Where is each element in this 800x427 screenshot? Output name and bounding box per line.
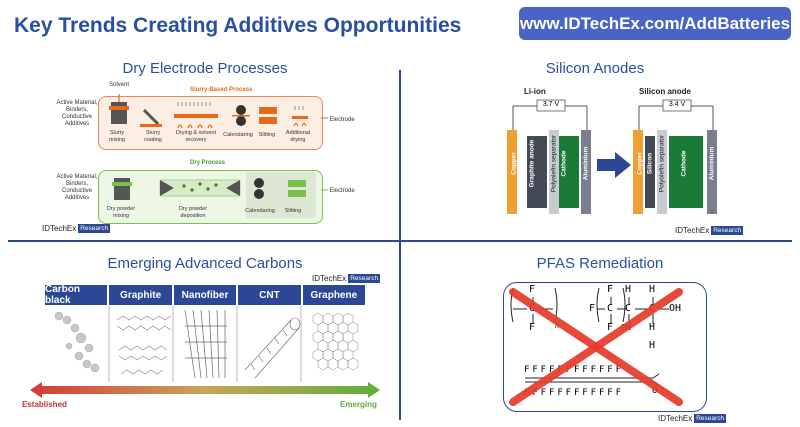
si-silicon-label: Silicon (646, 152, 654, 175)
carbons-title: Emerging Advanced Carbons (107, 255, 303, 272)
carbons-images (54, 306, 359, 382)
si-voltage: 3.4 V (668, 101, 686, 108)
vertical-divider (399, 70, 401, 420)
carbon-col-carbon-black: Carbon black (45, 284, 108, 306)
dry-process-label: Dry Process (190, 160, 226, 166)
calendaring-icon (232, 105, 250, 126)
dry-mixer-icon (114, 178, 130, 200)
si-copper-label: Copper (636, 152, 644, 175)
si-copper (633, 130, 643, 214)
remediation-cross-icon (509, 288, 683, 406)
liion-label: Li-ion (524, 87, 546, 96)
pfas-c3: C (625, 303, 632, 314)
slurry-process-label: Slurry-Based Process (190, 87, 253, 93)
si-cathode (669, 136, 703, 208)
dry-output-label: Electrode (329, 188, 355, 194)
url-button[interactable]: www.IDTechEx.com/AddBatteries (519, 7, 791, 40)
slurry-step-4: Calendaring (223, 132, 253, 138)
pfas-oh: OH (669, 303, 682, 314)
conversion-arrow-icon (597, 152, 631, 178)
dry-calendaring-icon (254, 178, 264, 199)
slitting-icon (259, 107, 277, 124)
dry-step-1: Dry powder mixing (106, 206, 136, 219)
si-cathode-label: Cathode (680, 150, 688, 177)
liion-cell (507, 99, 591, 214)
carbon-col-cnt: CNT (238, 285, 301, 305)
si-separator-label: Polyolefin separator (658, 134, 666, 193)
dry-slitting-icon (288, 180, 306, 197)
liion-cathode (559, 136, 579, 208)
si-aluminium (707, 130, 717, 214)
dry-step-2: Dry powder deposition (178, 206, 208, 219)
slurry-coating-icon (142, 108, 160, 126)
slurry-step-3: Drying & solvent recovery (175, 130, 217, 143)
drying-icon (174, 102, 218, 129)
slurry-step-2: Slurry coating (144, 130, 162, 143)
scale-emerging: Emerging (340, 400, 377, 409)
slurry-step-5: Slitting (258, 132, 276, 138)
slurry-process-icons (109, 94, 328, 129)
si-silicon (645, 136, 655, 208)
pfas-f2: F (529, 322, 536, 333)
pfas-title: PFAS Remediation (536, 255, 664, 272)
pfas-c2: C (607, 303, 614, 314)
liion-copper-label: Copper (510, 152, 518, 175)
slurry-inputs-label: Active Material, Binders, Conductive Add… (56, 100, 98, 127)
pfas-f1: F (529, 284, 536, 295)
carbon-col-nanofiber: Nanofiber (173, 285, 237, 305)
liion-separator (549, 130, 559, 214)
dry-inputs-label: Active Material, Binders, Conductive Add… (56, 174, 98, 201)
slurry-mixer-icon (111, 102, 127, 124)
liion-copper (507, 130, 517, 214)
pfas-f3: F (589, 303, 596, 314)
pfas-f5: F (607, 322, 614, 333)
carbon-black-image (54, 311, 100, 373)
scale-established: Established (22, 400, 67, 409)
horizontal-divider (8, 240, 792, 242)
additional-drying-icon (292, 106, 308, 127)
liion-separator-label: Polyolefin separator (550, 134, 558, 193)
dry-process-icons (112, 172, 328, 218)
slurry-process-box (98, 96, 323, 150)
liion-anode-label: Graphite anode (528, 139, 536, 188)
si-separator (657, 130, 667, 214)
pfas-h5: H (649, 340, 656, 351)
si-cell (633, 99, 717, 214)
liion-aluminium (581, 130, 591, 214)
nanofiber-image (184, 309, 227, 379)
slurry-output-label: Electrode (329, 117, 355, 123)
dry-electrode-title: Dry Electrode Processes (122, 60, 288, 77)
liion-cathode-label: Cathode (560, 150, 568, 177)
slurry-step-6: Additional drying (285, 130, 311, 143)
silicon-anodes-title: Silicon Anodes (545, 60, 645, 77)
pfas-o: O (652, 386, 658, 396)
graphite-image (116, 315, 172, 375)
carbon-col-graphite: Graphite (109, 285, 172, 305)
page-title: Key Trends Creating Additives Opportunit… (14, 14, 462, 37)
dry-step-3: Calendaring (245, 208, 275, 214)
pfas-h1: H (625, 284, 632, 295)
pfas-h3: H (649, 284, 656, 295)
powder-deposition-icon (159, 179, 241, 197)
graphene-image (312, 312, 359, 371)
pfas-box (503, 282, 707, 412)
si-anode-label: Silicon anode (639, 87, 692, 96)
dry-step-4: Slitting (284, 208, 302, 214)
pfas-h4: H (649, 322, 656, 333)
liion-aluminium-label: Aluminium (582, 146, 590, 181)
maturity-scale-arrow (30, 382, 380, 398)
liion-graphite (527, 136, 547, 208)
carbons-header: Carbon black Graphite Nanofiber CNT Grap… (45, 284, 366, 306)
solvent-label: Solvent (108, 82, 129, 88)
carbon-col-graphene: Graphene (302, 285, 366, 305)
slurry-step-1: Slurry mixing (109, 130, 125, 143)
cnt-image (244, 317, 301, 379)
liion-voltage: 3.7 V (542, 101, 560, 108)
si-aluminium-label: Aluminium (708, 146, 716, 181)
pfas-f4: F (607, 284, 614, 295)
